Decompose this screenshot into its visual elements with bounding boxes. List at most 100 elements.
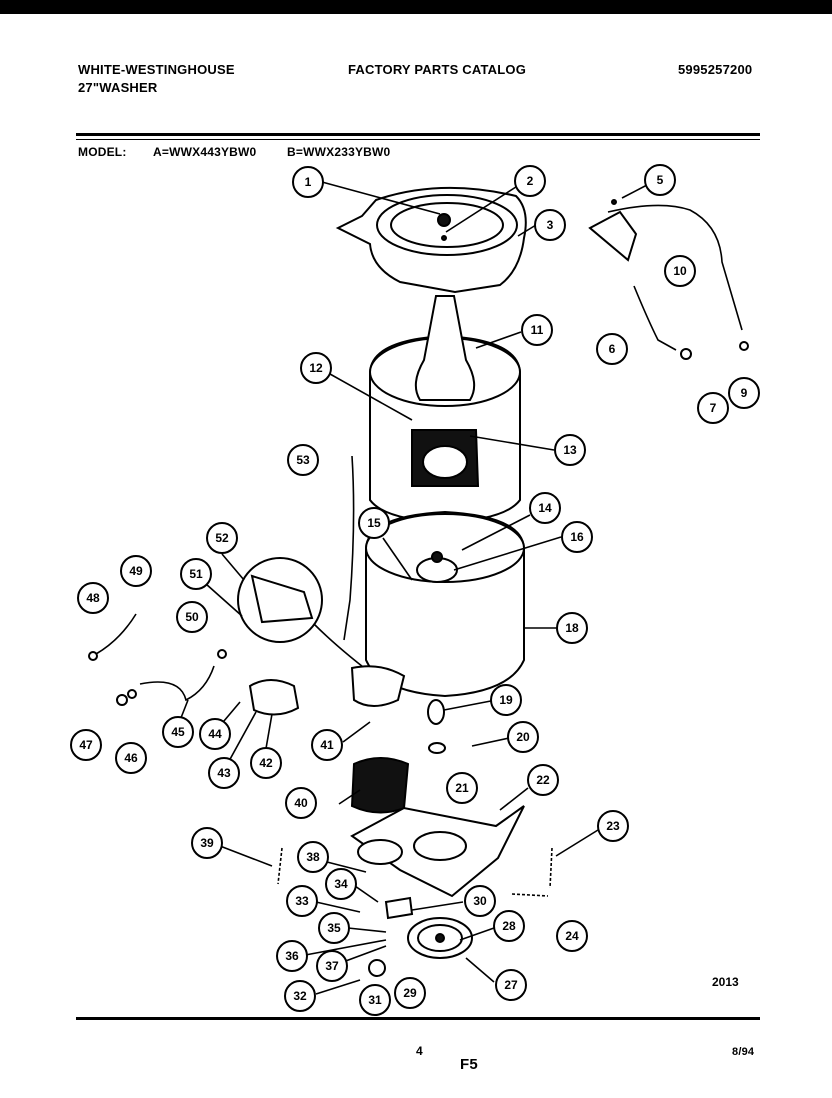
- callout-label: 1: [305, 175, 312, 189]
- callout-27: 27: [495, 969, 527, 1001]
- callout-label: 52: [215, 531, 229, 545]
- callout-24: 24: [556, 920, 588, 952]
- callout-label: 49: [129, 564, 143, 578]
- callout-46: 46: [115, 742, 147, 774]
- model-b: B=WWX233YBW0: [287, 145, 391, 159]
- callout-circle: [561, 521, 593, 553]
- callout-label: 19: [499, 693, 513, 707]
- callout-circle: [287, 444, 319, 476]
- callout-circle: [180, 558, 212, 590]
- figure-number: 2013: [712, 975, 739, 989]
- callout-label: 50: [185, 610, 199, 624]
- callout-44: 44: [199, 718, 231, 750]
- header-rule-thin: [76, 139, 760, 140]
- callout-label: 39: [200, 836, 214, 850]
- callout-circle: [644, 164, 676, 196]
- callout-label: 31: [368, 993, 382, 1007]
- callout-label: 24: [565, 929, 579, 943]
- callout-49: 49: [120, 555, 152, 587]
- callout-42: 42: [250, 747, 282, 779]
- spring-23: [549, 847, 553, 889]
- callout-label: 22: [536, 773, 550, 787]
- callout-label: 21: [455, 781, 469, 795]
- callout-label: 51: [189, 567, 203, 581]
- model-a: A=WWX443YBW0: [153, 145, 257, 159]
- callout-label: 38: [306, 850, 320, 864]
- callout-38: 38: [297, 841, 329, 873]
- detail-bubble: [237, 557, 381, 681]
- callout-circle: [292, 166, 324, 198]
- callout-37: 37: [316, 950, 348, 982]
- callout-label: 43: [217, 766, 231, 780]
- callout-circle: [359, 984, 391, 1016]
- callout-2: 2: [514, 165, 546, 197]
- callout-label: 46: [124, 751, 138, 765]
- product-name: 27"WASHER: [78, 80, 158, 95]
- pump-motor-assembly: [248, 665, 446, 814]
- callout-circle: [276, 940, 308, 972]
- callout-label: 28: [502, 919, 516, 933]
- callout-circle: [394, 977, 426, 1009]
- callout-45: 45: [162, 716, 194, 748]
- callout-label: 41: [320, 738, 334, 752]
- callout-12: 12: [300, 352, 332, 384]
- callout-circle: [176, 601, 208, 633]
- callout-label: 40: [294, 796, 308, 810]
- callout-circle: [311, 729, 343, 761]
- callout-6: 6: [596, 333, 628, 365]
- callout-39: 39: [191, 827, 223, 859]
- callout-circle: [77, 582, 109, 614]
- callout-10: 10: [664, 255, 696, 287]
- callout-circle: [556, 612, 588, 644]
- callout-circle: [316, 950, 348, 982]
- callout-11: 11: [521, 314, 553, 346]
- catalog-number: 5995257200: [678, 62, 753, 77]
- callout-label: 7: [710, 401, 717, 415]
- callout-50: 50: [176, 601, 208, 633]
- callout-circle: [596, 333, 628, 365]
- callout-circle: [286, 885, 318, 917]
- callout-label: 30: [473, 894, 487, 908]
- top-black-bar: [0, 0, 832, 14]
- callout-35: 35: [318, 912, 350, 944]
- callout-36: 36: [276, 940, 308, 972]
- header-rule-thick: [76, 133, 760, 136]
- callout-21: 21: [446, 772, 478, 804]
- callout-53: 53: [287, 444, 319, 476]
- callout-label: 6: [609, 342, 616, 356]
- callout-label: 45: [171, 725, 185, 739]
- callout-circle: [464, 885, 496, 917]
- callout-label: 14: [538, 501, 552, 515]
- callout-7: 7: [697, 392, 729, 424]
- callout-30: 30: [464, 885, 496, 917]
- callout-circle: [521, 314, 553, 346]
- callout-circle: [495, 969, 527, 1001]
- callout-43: 43: [208, 757, 240, 789]
- callout-label: 53: [296, 453, 310, 467]
- callout-circle: [325, 868, 357, 900]
- callout-circle: [514, 165, 546, 197]
- callout-label: 23: [606, 819, 620, 833]
- callout-circle: [284, 980, 316, 1012]
- callout-label: 44: [208, 727, 222, 741]
- callout-14: 14: [529, 492, 561, 524]
- gearcase-base: [350, 805, 525, 898]
- callout-circle: [493, 910, 525, 942]
- callout-22: 22: [527, 764, 559, 796]
- callout-label: 13: [563, 443, 577, 457]
- callout-51: 51: [180, 558, 212, 590]
- callout-circle: [490, 684, 522, 716]
- catalog-title: FACTORY PARTS CATALOG: [348, 62, 527, 77]
- callout-label: 16: [570, 530, 584, 544]
- callout-label: 2: [527, 174, 534, 188]
- callout-circle: [556, 920, 588, 952]
- spring-39: [277, 847, 283, 885]
- callout-circle: [597, 810, 629, 842]
- callout-label: 11: [531, 323, 544, 337]
- callout-32: 32: [284, 980, 316, 1012]
- callout-circle: [297, 841, 329, 873]
- callout-label: 12: [309, 361, 323, 375]
- callout-19: 19: [490, 684, 522, 716]
- hose-53: [343, 455, 355, 641]
- callout-label: 47: [79, 738, 93, 752]
